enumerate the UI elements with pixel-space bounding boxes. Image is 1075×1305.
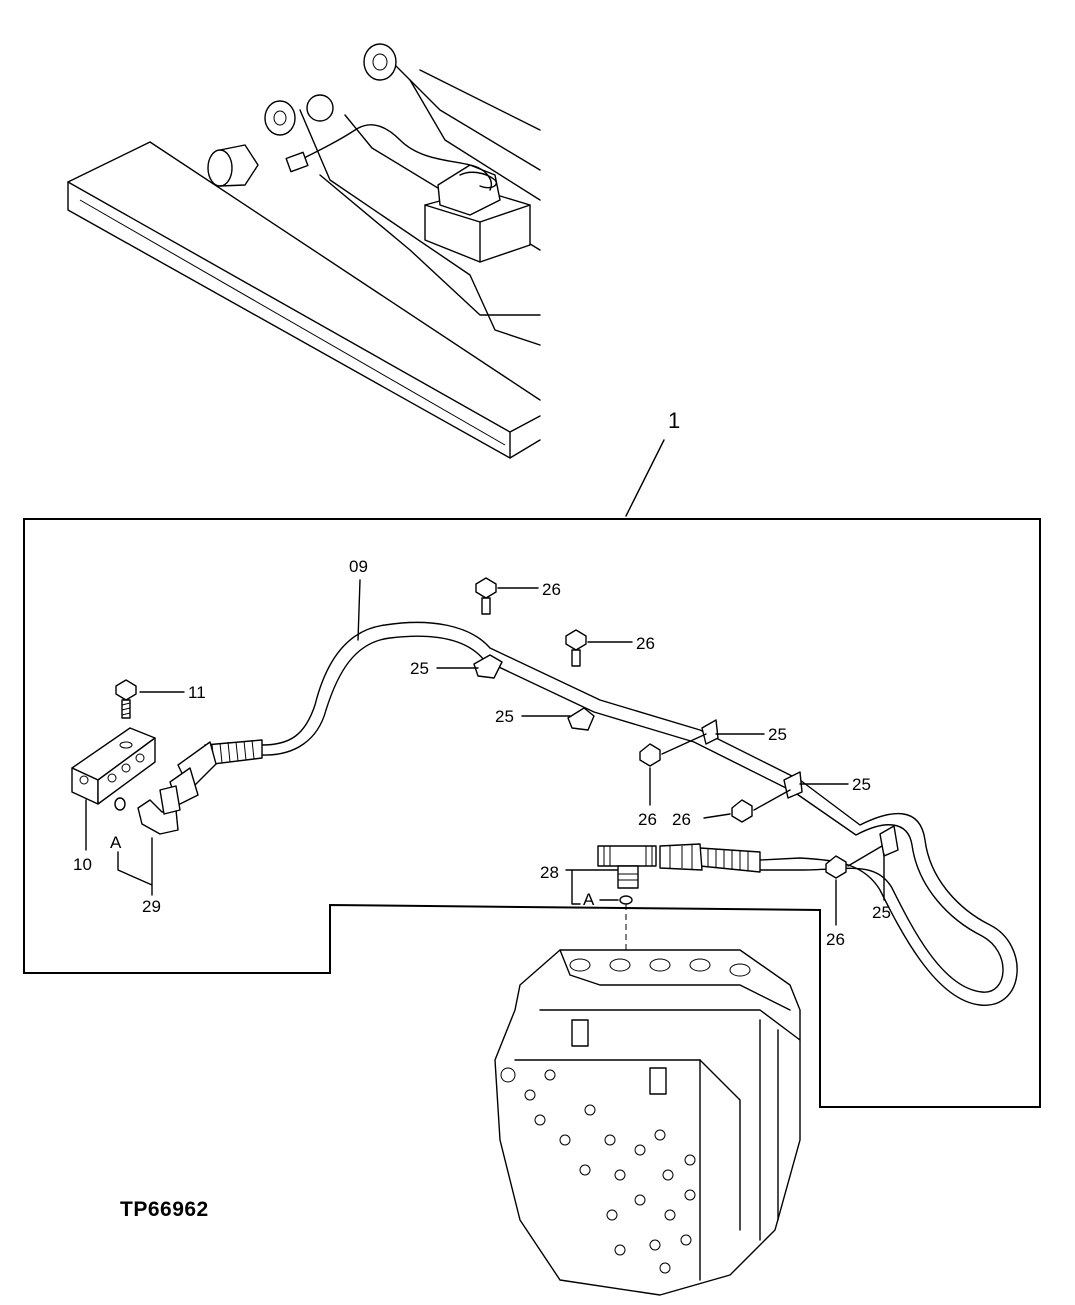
callout-clamp-b: 25	[495, 707, 514, 726]
control-valve-illustration	[494, 949, 801, 1296]
callout-block: 10	[73, 855, 92, 874]
callout-ref-a-left: A	[110, 833, 122, 852]
callout-clamp-e: 25	[872, 903, 891, 922]
callout-bolt-d: 26	[672, 810, 691, 829]
callout-clamp-d: 25	[852, 775, 871, 794]
clamp-bolts	[475, 577, 847, 879]
callout-clamp-a: 25	[410, 659, 429, 678]
assembly-callout: 1	[668, 408, 680, 433]
callout-tee: 28	[540, 863, 559, 882]
hydraulic-line	[169, 621, 1018, 1006]
callout-clamp-c: 25	[768, 725, 787, 744]
callout-bolt-a: 26	[542, 580, 561, 599]
image-code: TP66962	[120, 1198, 209, 1221]
detail-frame	[23, 518, 1041, 1108]
assembly-leader	[625, 439, 665, 517]
callout-elbow: 29	[142, 897, 161, 916]
callout-bolt-c: 26	[638, 810, 657, 829]
machine-overview-illustration	[67, 43, 541, 459]
manifold-block	[71, 727, 156, 805]
tee-fitting	[597, 845, 657, 905]
callout-bolt-e: 26	[826, 930, 845, 949]
callout-line: 09	[349, 557, 368, 576]
block-bolt	[115, 679, 137, 719]
callout-ref-a-right: A	[583, 890, 595, 909]
callout-block-bolt: 11	[188, 683, 206, 702]
callout-bolt-b: 26	[636, 634, 655, 653]
elbow-fitting	[114, 785, 181, 835]
